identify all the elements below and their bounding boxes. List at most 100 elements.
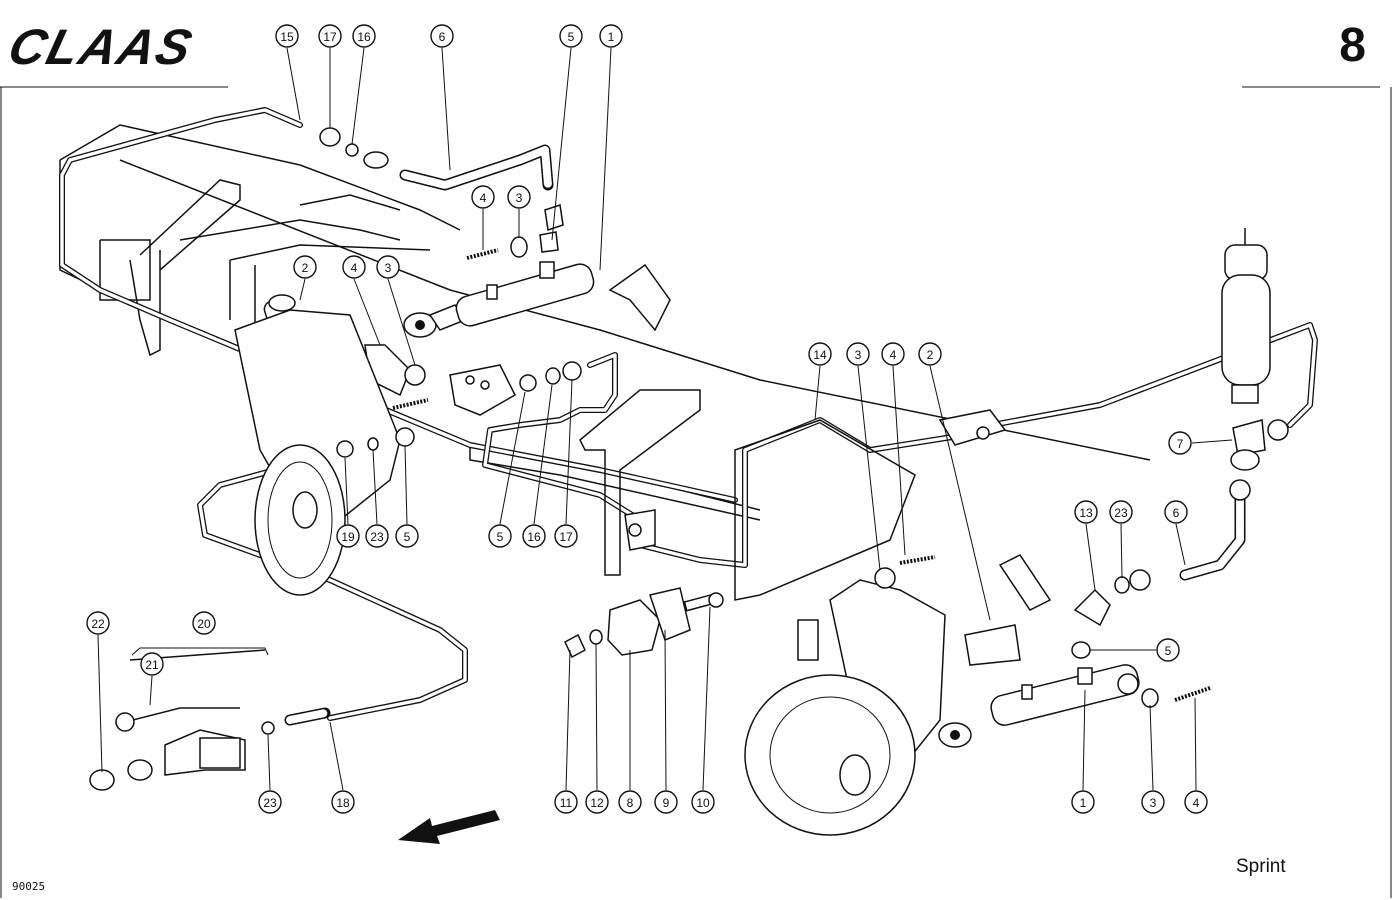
part-callout: 3 bbox=[846, 342, 870, 366]
callout-leader-line bbox=[329, 721, 344, 791]
pressure-filter bbox=[1221, 228, 1289, 501]
frame-lines bbox=[0, 86, 1392, 898]
part-callout-label: 3 bbox=[385, 261, 392, 275]
upper-bracket bbox=[263, 294, 582, 416]
part-callout-label: 12 bbox=[590, 796, 604, 810]
part-callout: 16 bbox=[522, 524, 546, 548]
callout-leader-line bbox=[664, 629, 667, 791]
part-callout-label: 4 bbox=[1193, 796, 1200, 810]
callout-leader-line bbox=[1175, 523, 1186, 566]
part-callout-label: 5 bbox=[404, 530, 411, 544]
wheel-right bbox=[744, 555, 946, 836]
callout-leader-line bbox=[387, 278, 416, 366]
callout-leader-line bbox=[814, 365, 821, 421]
part-callout: 20 bbox=[192, 611, 216, 635]
callout-leader-line bbox=[595, 643, 598, 791]
part-callout-label: 5 bbox=[568, 30, 575, 44]
callout-leader-line bbox=[1191, 439, 1233, 444]
callout-leader-line bbox=[286, 47, 301, 121]
part-callout-label: 20 bbox=[197, 617, 211, 631]
callout-leader-line bbox=[1149, 704, 1154, 791]
callout-bracket bbox=[131, 647, 269, 656]
part-callout: 21 bbox=[140, 652, 164, 676]
part-callout-label: 10 bbox=[696, 796, 710, 810]
hydraulic-cylinder-bottom bbox=[938, 554, 1211, 748]
part-callout: 12 bbox=[585, 790, 609, 814]
part-callout-label: 11 bbox=[560, 796, 573, 810]
mounting-hardware bbox=[564, 587, 724, 659]
part-callout-label: 6 bbox=[439, 30, 446, 44]
callout-leader-line bbox=[97, 634, 103, 773]
part-callout-label: 5 bbox=[1165, 644, 1172, 658]
steel-pipes bbox=[59, 107, 1318, 721]
part-callout-label: 21 bbox=[145, 658, 159, 672]
hoses bbox=[284, 144, 1246, 726]
part-callout-label: 8 bbox=[627, 796, 634, 810]
part-callout-label: 1 bbox=[1080, 796, 1087, 810]
part-callout: 17 bbox=[554, 524, 578, 548]
part-callout-label: 22 bbox=[91, 617, 105, 631]
part-callout: 4 bbox=[471, 185, 495, 209]
callout-leader-line bbox=[1085, 523, 1096, 591]
part-callout: 23 bbox=[1109, 500, 1133, 524]
part-callout-label: 3 bbox=[855, 348, 862, 362]
part-callout-label: 23 bbox=[1114, 506, 1128, 520]
part-callout: 14 bbox=[808, 342, 832, 366]
part-callout: 6 bbox=[1164, 500, 1188, 524]
callout-leader-line bbox=[551, 47, 572, 241]
part-callout: 2 bbox=[918, 342, 942, 366]
part-callout-label: 15 bbox=[280, 30, 294, 44]
part-callout: 19 bbox=[336, 524, 360, 548]
part-callout-label: 1 bbox=[608, 30, 615, 44]
part-callout-label: 9 bbox=[663, 796, 670, 810]
callout-leader-line bbox=[1082, 689, 1086, 791]
part-callout: 7 bbox=[1168, 431, 1192, 455]
callout-leader-line bbox=[1194, 697, 1197, 791]
direction-arrow-icon bbox=[398, 810, 500, 844]
part-callout-label: 17 bbox=[323, 30, 337, 44]
right-frame-panel bbox=[579, 389, 1007, 601]
part-callout: 18 bbox=[331, 790, 355, 814]
part-callout: 5 bbox=[1156, 638, 1180, 662]
callout-leader-line bbox=[565, 379, 573, 525]
part-callout-label: 3 bbox=[1150, 796, 1157, 810]
part-callout: 3 bbox=[1141, 790, 1165, 814]
part-callout: 9 bbox=[654, 790, 678, 814]
callout-leader-line bbox=[702, 606, 711, 791]
part-callout: 2 bbox=[293, 255, 317, 279]
part-callout-label: 16 bbox=[357, 30, 371, 44]
model-name: Sprint bbox=[1236, 856, 1286, 877]
part-callout-label: 5 bbox=[497, 530, 504, 544]
part-callout: 1 bbox=[599, 24, 623, 48]
part-callout: 10 bbox=[691, 790, 715, 814]
callout-leader-line bbox=[404, 445, 408, 525]
callout-leader-line bbox=[353, 278, 381, 346]
callout-leader-line bbox=[372, 449, 378, 525]
document-code: 90025 bbox=[12, 880, 46, 893]
callout-leader-line bbox=[149, 675, 153, 706]
ball-valve-assembly bbox=[89, 649, 275, 791]
part-callout: 23 bbox=[365, 524, 389, 548]
callout-leader-line bbox=[929, 365, 991, 621]
page-number: 8 bbox=[1339, 19, 1366, 72]
part-callout-label: 14 bbox=[813, 348, 827, 362]
part-callout: 3 bbox=[376, 255, 400, 279]
part-callout: 22 bbox=[86, 611, 110, 635]
callout-leader-line bbox=[599, 47, 612, 271]
part-callout-label: 6 bbox=[1173, 506, 1180, 520]
part-callout-label: 18 bbox=[336, 796, 350, 810]
callout-leader-line bbox=[344, 457, 349, 525]
callout-leader-line bbox=[857, 365, 881, 571]
wheel-left bbox=[234, 309, 415, 596]
callout-leader-line bbox=[351, 47, 365, 145]
part-callout: 3 bbox=[507, 185, 531, 209]
part-callout: 5 bbox=[395, 524, 419, 548]
callout-leader-line bbox=[267, 734, 271, 791]
part-callout: 4 bbox=[342, 255, 366, 279]
callout-leader-line bbox=[1120, 523, 1123, 579]
callout-leader-line bbox=[892, 365, 906, 556]
part-callout-label: 4 bbox=[890, 348, 897, 362]
part-callout: 5 bbox=[488, 524, 512, 548]
part-callout-label: 13 bbox=[1079, 506, 1093, 520]
